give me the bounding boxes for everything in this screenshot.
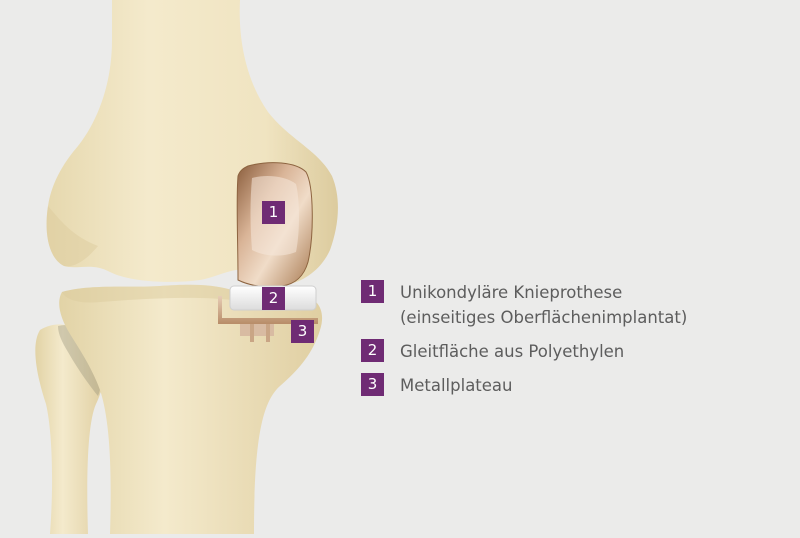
legend-label: Unikondyläre Knieprothese (einseitiges O… <box>400 283 688 327</box>
legend-marker: 2 <box>361 339 384 362</box>
legend-label: Gleitfläche aus Polyethylen <box>400 342 625 361</box>
legend: 1 Unikondyläre Knieprothese (einseitiges… <box>361 280 781 407</box>
plateau-keel <box>240 324 274 336</box>
legend-marker: 1 <box>361 280 384 303</box>
tibia-bone <box>59 284 323 534</box>
marker-femoral-implant: 1 <box>262 201 285 224</box>
legend-item: 3 Metallplateau <box>361 373 781 398</box>
tibia-plateau-shade <box>62 284 232 303</box>
legend-item: 1 Unikondyläre Knieprothese (einseitiges… <box>361 280 781 330</box>
marker-polyethylene: 2 <box>262 287 285 310</box>
legend-marker: 3 <box>361 373 384 396</box>
legend-label: Metallplateau <box>400 376 513 395</box>
marker-metal-plateau: 3 <box>291 320 314 343</box>
femur-shadow <box>46 206 98 267</box>
plateau-peg <box>266 324 270 342</box>
fibula-bone <box>35 324 104 534</box>
legend-item: 2 Gleitfläche aus Polyethylen <box>361 339 781 364</box>
plateau-peg <box>250 324 254 342</box>
